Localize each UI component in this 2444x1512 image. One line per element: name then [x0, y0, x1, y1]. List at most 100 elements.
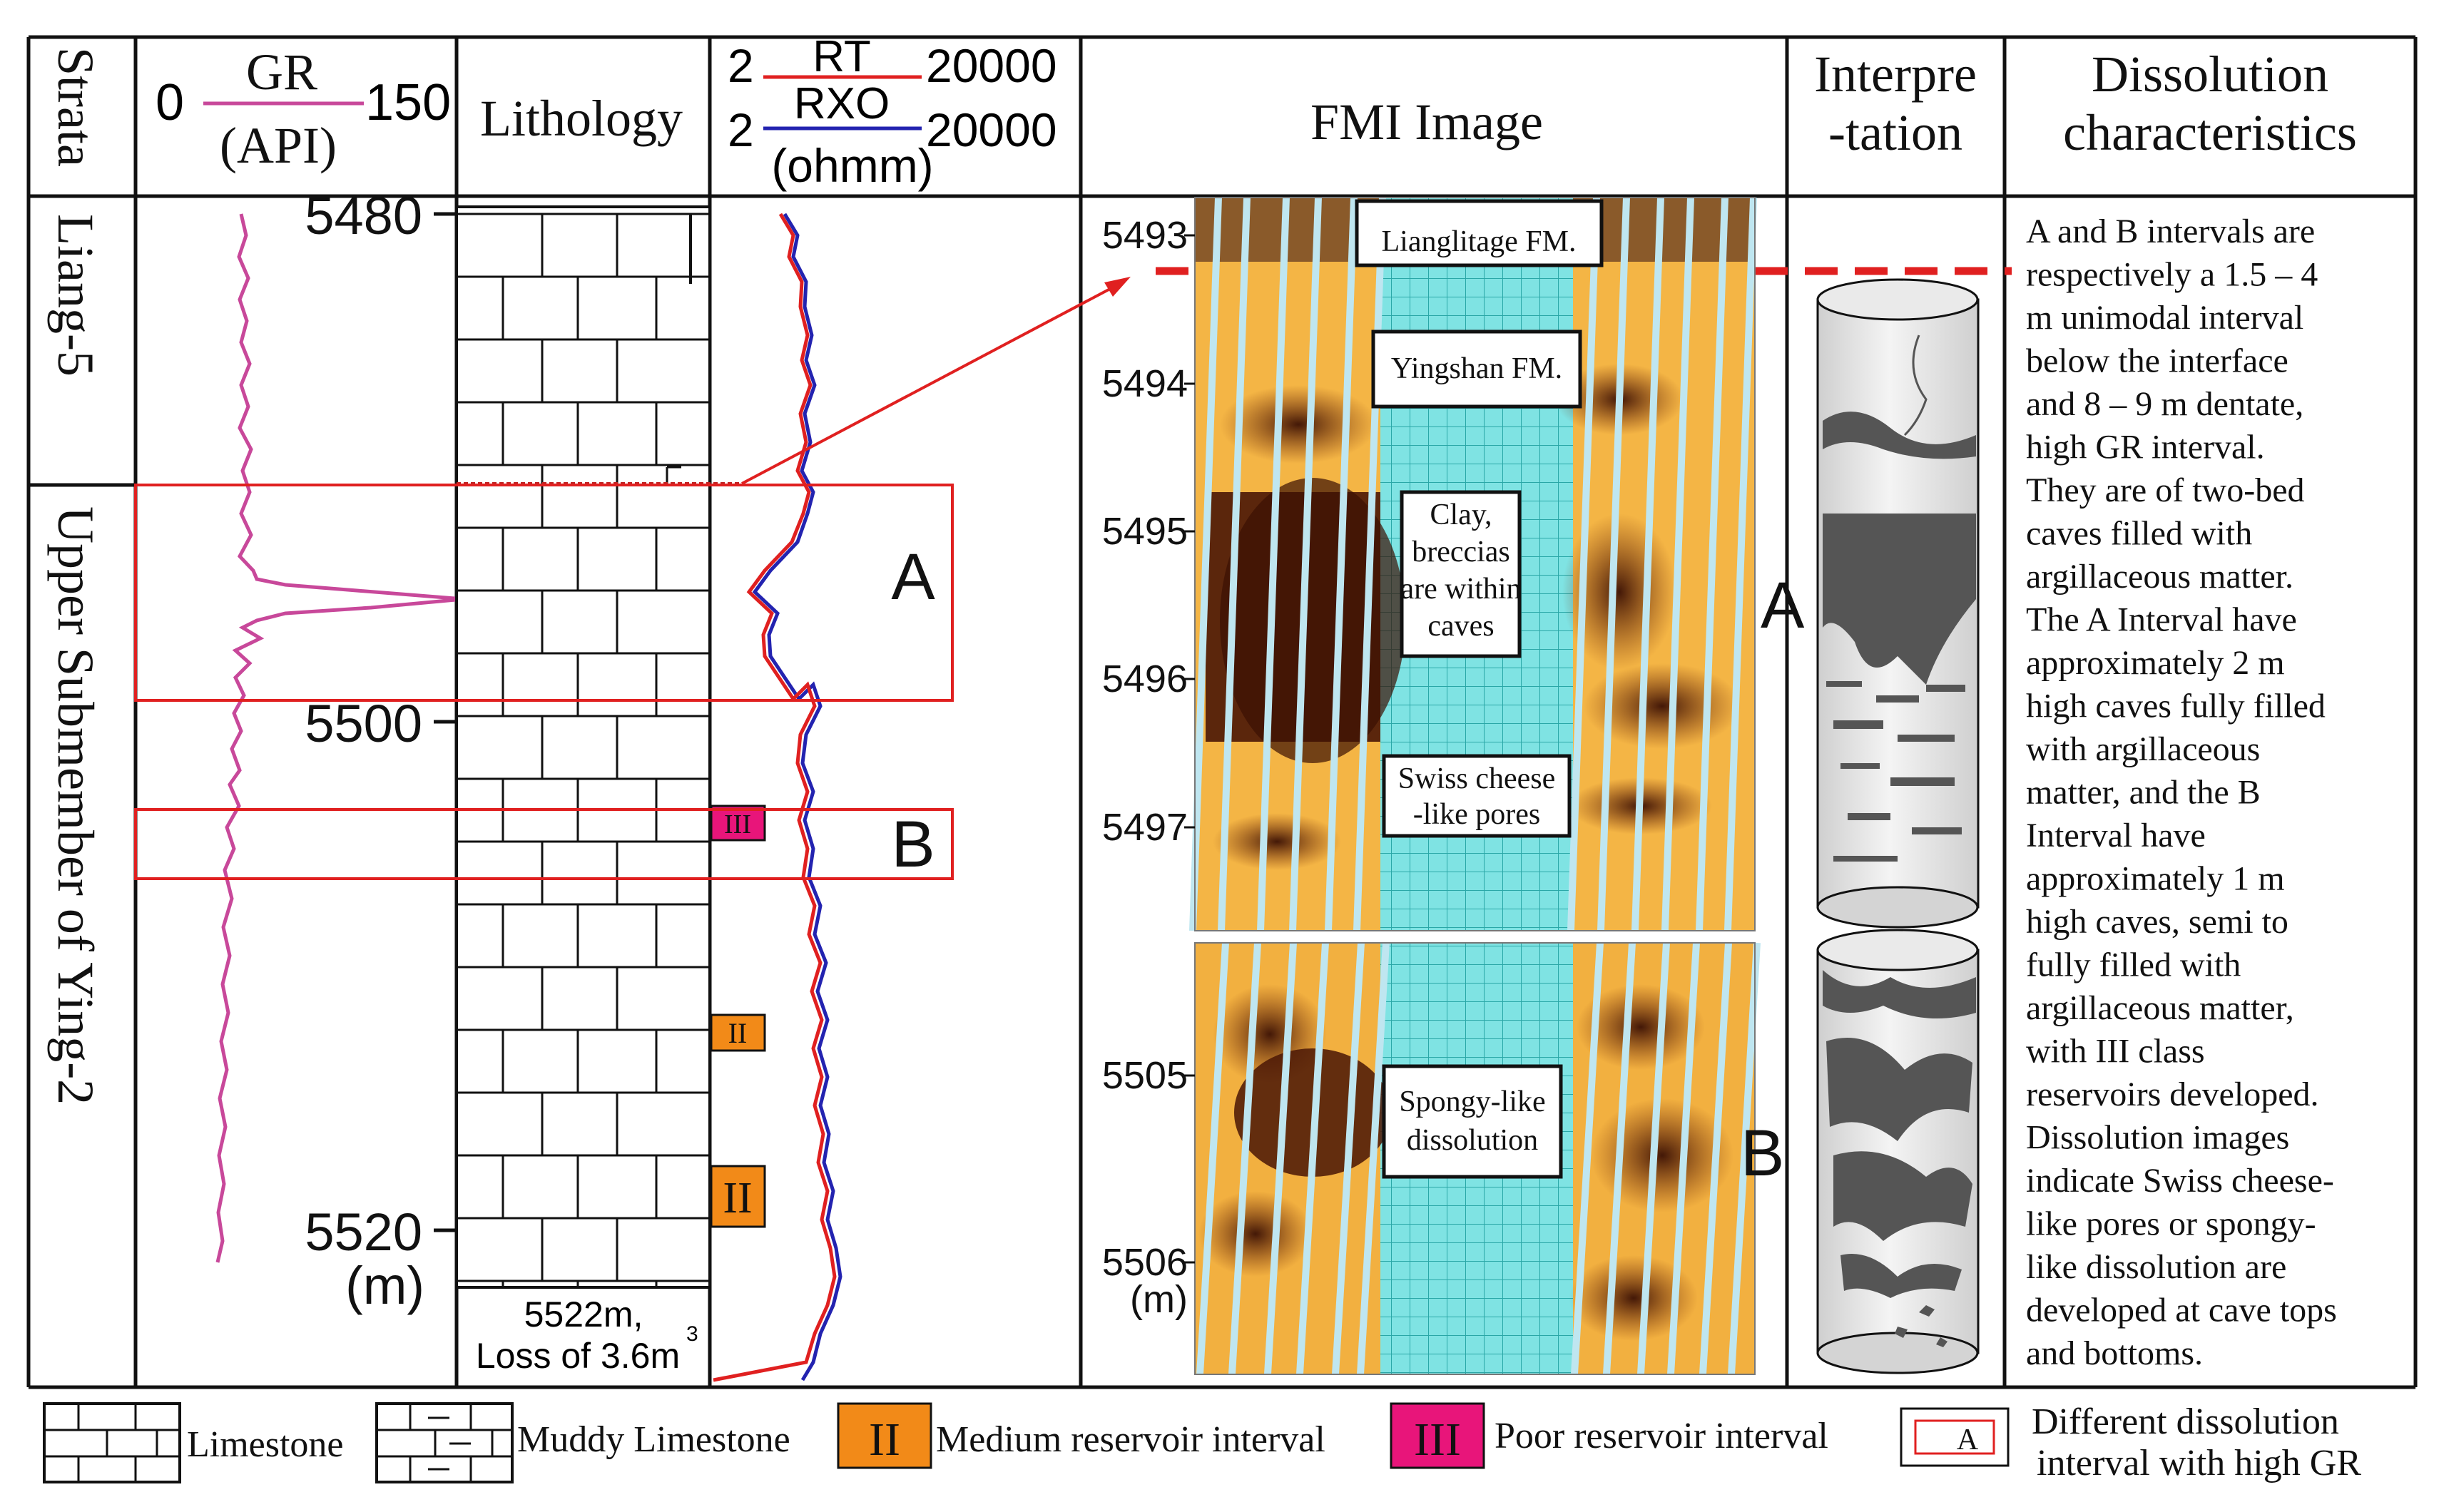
description-line: like pores or spongy- [2026, 1205, 2316, 1243]
interval-boxes: A B [134, 484, 954, 881]
strata-liang5: Liang-5 [47, 214, 104, 377]
fmi-pad-gap [1728, 942, 1761, 1375]
description-line: Dissolution images [2026, 1119, 2289, 1157]
yingshan-label: Yingshan FM. [1391, 352, 1562, 385]
legend-medium-symbol: II [869, 1414, 900, 1466]
depth-unit: (m) [345, 1256, 424, 1315]
fmi-pad-gap [1567, 197, 1600, 931]
swiss-label-2: -like pores [1413, 798, 1540, 831]
interval-b-label: B [891, 808, 935, 881]
fmi-depth-5495: 5495 [1102, 510, 1188, 553]
description-line: with argillaceous [2026, 730, 2260, 768]
description-line: like dissolution are [2026, 1248, 2286, 1286]
legend-muddy-label: Muddy Limestone [517, 1419, 790, 1460]
fmi-pad-gap [1661, 197, 1694, 931]
description-line: respectively a 1.5 – 4 [2026, 256, 2318, 294]
description-line: caves filled with [2026, 515, 2252, 553]
header-row: Strata 0 GR 150 (API) Lithology 2 RT 200… [47, 32, 2357, 192]
fmi-depth-5505: 5505 [1102, 1054, 1188, 1097]
depth-axis: 5480 5500 5520 (m) [305, 186, 457, 1315]
description-line: and 8 – 9 m dentate, [2026, 385, 2303, 423]
loss-note-sup: 3 [686, 1322, 698, 1346]
description-line: high GR interval. [2026, 429, 2265, 466]
description-line: approximately 1 m [2026, 860, 2285, 898]
description-line: developed at cave tops [2026, 1292, 2337, 1329]
fmi-pad-gap [1189, 197, 1222, 931]
res-max-rt: 20000 [926, 39, 1057, 92]
interface-arrow [741, 280, 1124, 485]
description-line: matter, and the B [2026, 774, 2261, 812]
fmi-depth-5506: 5506 [1102, 1241, 1188, 1284]
dissolution-header-1: Dissolution [2092, 46, 2328, 103]
legend-limestone: Limestone [43, 1402, 344, 1483]
rxo-curve [752, 213, 842, 1381]
clay-label-2: breccias [1412, 536, 1510, 568]
legend-limestone-label: Limestone [187, 1424, 344, 1465]
gr-max-label: 150 [365, 74, 451, 131]
legend-interval-label-2: interval with high GR [2037, 1443, 2361, 1483]
fmi-pad-stripes-upper [1189, 197, 1757, 931]
swiss-label-1: Swiss cheese [1398, 762, 1555, 795]
legend-poor-label: Poor reservoir interval [1495, 1416, 1828, 1456]
fmi-pad-gap [1637, 942, 1670, 1375]
interface-arrowhead [1104, 277, 1131, 297]
fmi-pad-gap [1296, 942, 1329, 1375]
gr-header: GR [246, 44, 317, 101]
strata-column: Liang-5 Upper Submember of Ying-2 [47, 214, 104, 1105]
fmi-pad-gap [1571, 942, 1604, 1375]
spongy-label-2: dissolution [1407, 1124, 1538, 1157]
interpretation-header-2: -tation [1828, 104, 1962, 161]
loss-note-2: Loss of 3.6m [476, 1336, 680, 1376]
legend-interval: A Different dissolution interval with hi… [1900, 1401, 2361, 1483]
interval-a-label: A [891, 541, 935, 613]
fmi-depth-5493: 5493 [1102, 214, 1188, 257]
rxo-header: RXO [794, 79, 890, 128]
description-line: high caves fully filled [2026, 688, 2326, 725]
fmi-label-b: B [1741, 1117, 1784, 1190]
depth-5480: 5480 [305, 186, 422, 245]
medium-reservoir-marker-1 [710, 1013, 766, 1052]
fmi-pad-gap [1228, 942, 1261, 1375]
clay-label-4: caves [1427, 610, 1494, 643]
fmi-pad-gap [1196, 942, 1229, 1375]
interval-b-box [134, 808, 954, 880]
fmi-pad-gap [1289, 197, 1322, 931]
description-line: and bottoms. [2026, 1334, 2203, 1372]
description-line: fully filled with [2026, 946, 2241, 984]
lithology-header: Lithology [480, 90, 683, 147]
spongy-label-1: Spongy-like [1399, 1086, 1545, 1118]
cylinder-upper [1816, 278, 1980, 929]
clay-label-1: Clay, [1430, 499, 1492, 531]
rt-curve [713, 213, 837, 1382]
legend: Limestone Muddy Limestone II Medium rese… [43, 1401, 2361, 1483]
description-line: argillaceous matter. [2026, 558, 2293, 596]
description-line: approximately 2 m [2026, 644, 2285, 682]
depth-5500: 5500 [305, 694, 422, 753]
clay-label-3: are within [1400, 573, 1521, 606]
description-line: reservoirs developed. [2026, 1076, 2319, 1113]
description-line: argillaceous matter, [2026, 989, 2294, 1027]
medium-reservoir-marker-2 [710, 1165, 766, 1228]
interpretation-header-1: Interpre [1814, 46, 1977, 103]
fmi-pad-gap [1631, 197, 1664, 931]
description-line: Interval have [2026, 817, 2206, 854]
description-line: The A Interval have [2026, 601, 2297, 639]
legend-muddy-limestone: Muddy Limestone [375, 1402, 790, 1483]
interval-a-box [134, 484, 954, 702]
gr-track [215, 213, 464, 1263]
fmi-depth-scale [1184, 234, 1195, 1264]
legend-interval-symbol: A [1957, 1424, 1979, 1456]
medium-reservoir-class-1: II [728, 1017, 748, 1049]
fmi-pad-gap [1218, 197, 1251, 931]
lithology-column: 5522m, Loss of 3.6m 3 [455, 205, 742, 1376]
lianglitage-label: Lianglitage FM. [1382, 225, 1577, 258]
strata-ying2: Upper Submember of Ying-2 [47, 506, 104, 1105]
poor-reservoir-class: III [724, 809, 751, 839]
description-line: high caves, semi to [2026, 903, 2288, 941]
depth-5520: 5520 [305, 1202, 422, 1262]
interpretation-column [1816, 278, 1980, 1374]
fmi-pad-gap [1667, 942, 1700, 1375]
frame [26, 35, 2418, 1389]
fmi-pad-gap [1332, 942, 1365, 1375]
